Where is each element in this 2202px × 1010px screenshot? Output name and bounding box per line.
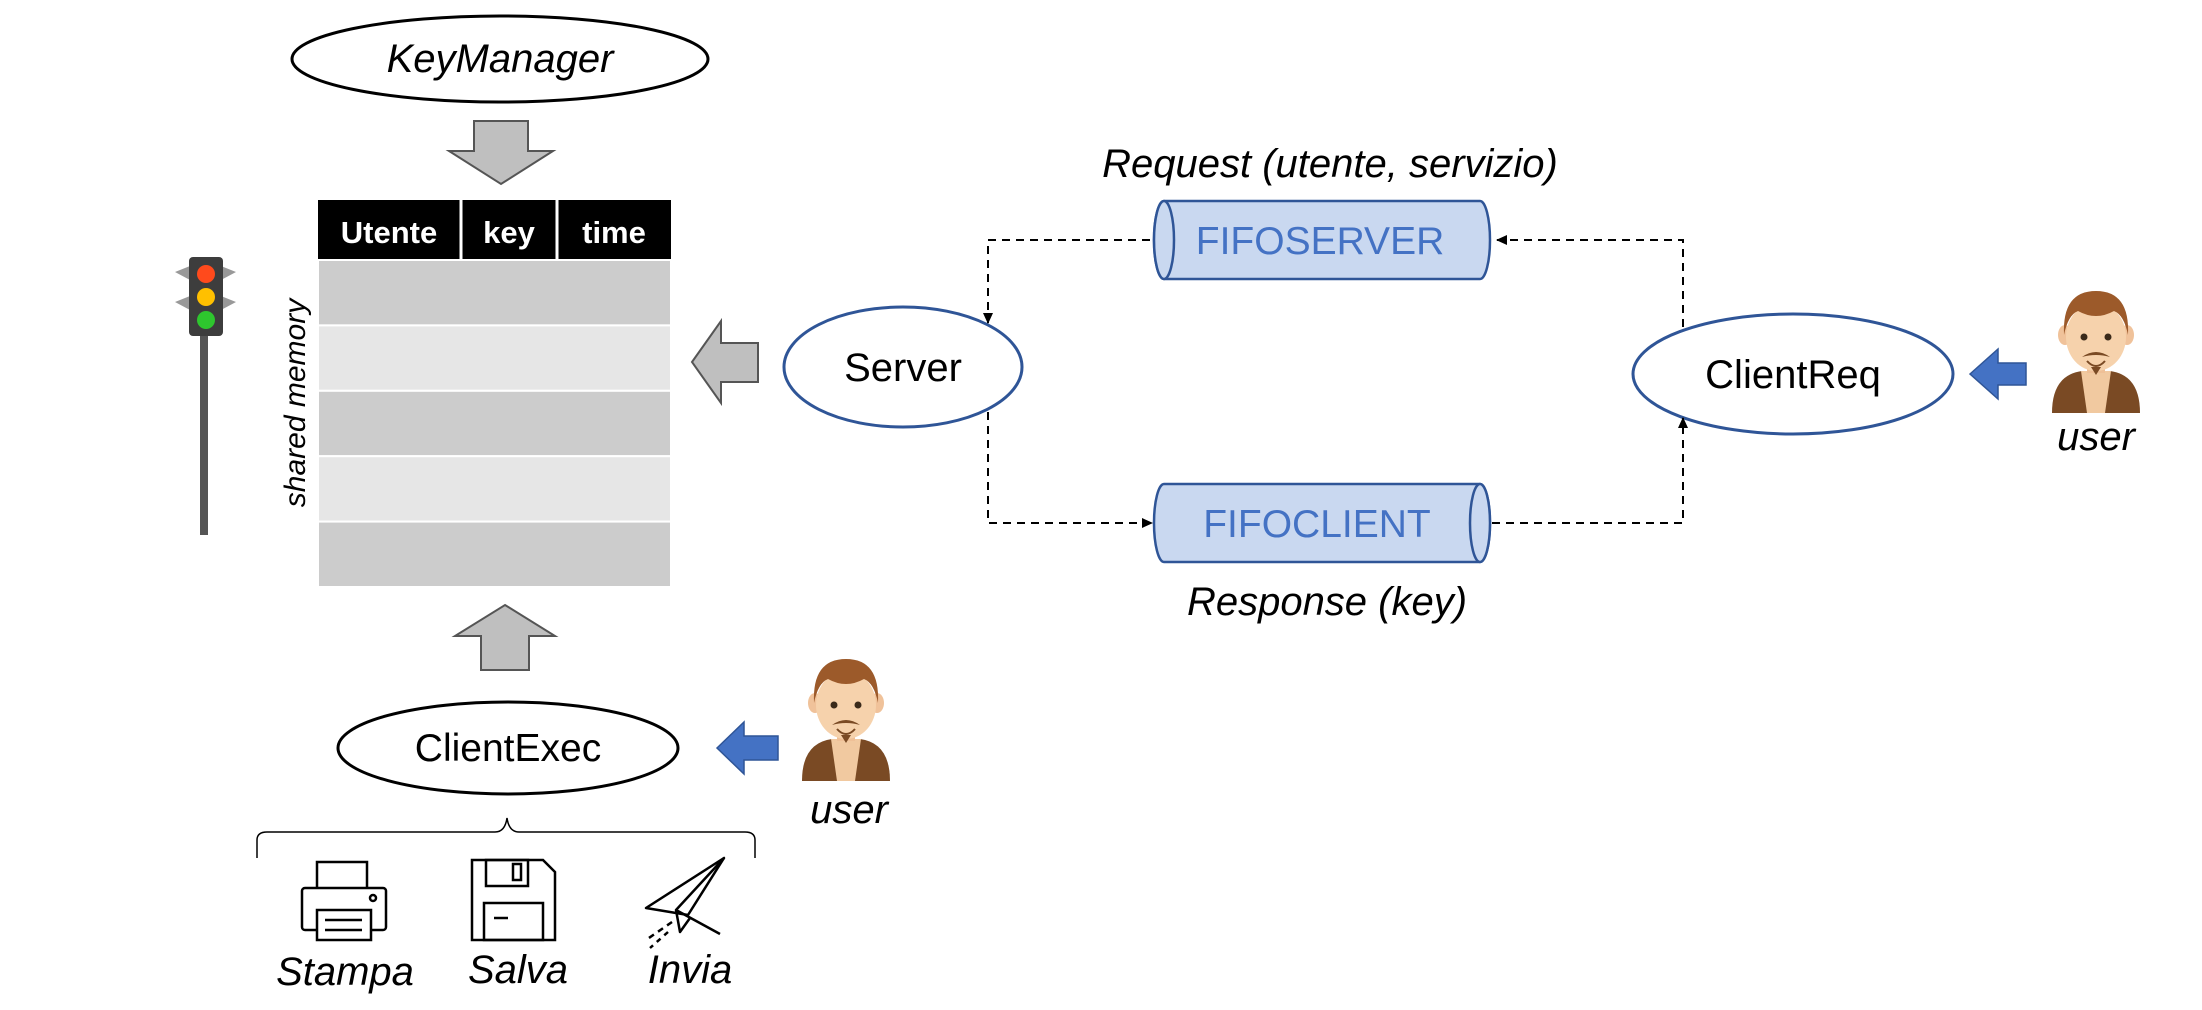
fifoclient-label: FIFOCLIENT	[1203, 503, 1431, 546]
user-avatar-icon	[801, 658, 891, 782]
user-arrow-clientreq	[1968, 347, 2027, 401]
keymanager-label: KeyManager	[387, 37, 615, 81]
server-label: Server	[844, 346, 962, 390]
table-rows	[317, 259, 672, 588]
shared-memory-label: shared memory	[279, 297, 312, 507]
table-header-utente: Utente	[341, 215, 437, 250]
action-invia-label: Invia	[648, 948, 733, 992]
response-label: Response (key)	[1187, 580, 1467, 624]
traffic-light-icon	[175, 257, 236, 535]
server-to-fifoclient	[987, 412, 1153, 528]
clientreq-to-fifoserver	[1496, 235, 1684, 327]
user-label-right: user	[2057, 415, 2136, 459]
user-arrow-clientexec	[715, 720, 779, 776]
clientreq-node: ClientReq	[1631, 312, 1955, 436]
up-arrow-clientexec	[451, 603, 559, 671]
printer-icon	[300, 860, 388, 942]
table-row	[317, 455, 672, 523]
fifoclient-to-clientreq	[1492, 417, 1688, 524]
actions-brace	[256, 817, 756, 858]
clientreq-label: ClientReq	[1705, 353, 1881, 397]
table-row	[317, 259, 672, 327]
dashed-connectors	[983, 235, 1688, 528]
request-label: Request (utente, servizio)	[1102, 142, 1558, 186]
table-row	[317, 520, 672, 588]
fifoclient-pipe: FIFOCLIENT	[1152, 482, 1492, 564]
fifoserver-to-server	[983, 239, 1150, 324]
keymanager-node: KeyManager	[290, 14, 710, 104]
table-header-time: time	[582, 215, 646, 250]
table-row	[317, 324, 672, 392]
paper-plane-icon	[644, 856, 726, 949]
clientexec-label: ClientExec	[415, 727, 601, 770]
table-row	[317, 389, 672, 458]
fifoserver-label: FIFOSERVER	[1196, 220, 1445, 263]
clientexec-node: ClientExec	[336, 700, 680, 796]
server-node: Server	[782, 305, 1024, 429]
user-label-bottom: user	[810, 788, 889, 832]
user-avatar-icon	[2051, 290, 2141, 414]
shared-memory-table: Utente key time	[317, 200, 672, 588]
left-arrow-server	[690, 317, 759, 407]
down-arrow-keymanager	[445, 120, 557, 186]
floppy-disk-icon	[470, 858, 557, 942]
table-header-key: key	[483, 215, 535, 250]
action-stampa-label: Stampa	[276, 950, 414, 994]
action-salva-label: Salva	[468, 948, 568, 992]
fifoserver-pipe: FIFOSERVER	[1152, 199, 1492, 281]
